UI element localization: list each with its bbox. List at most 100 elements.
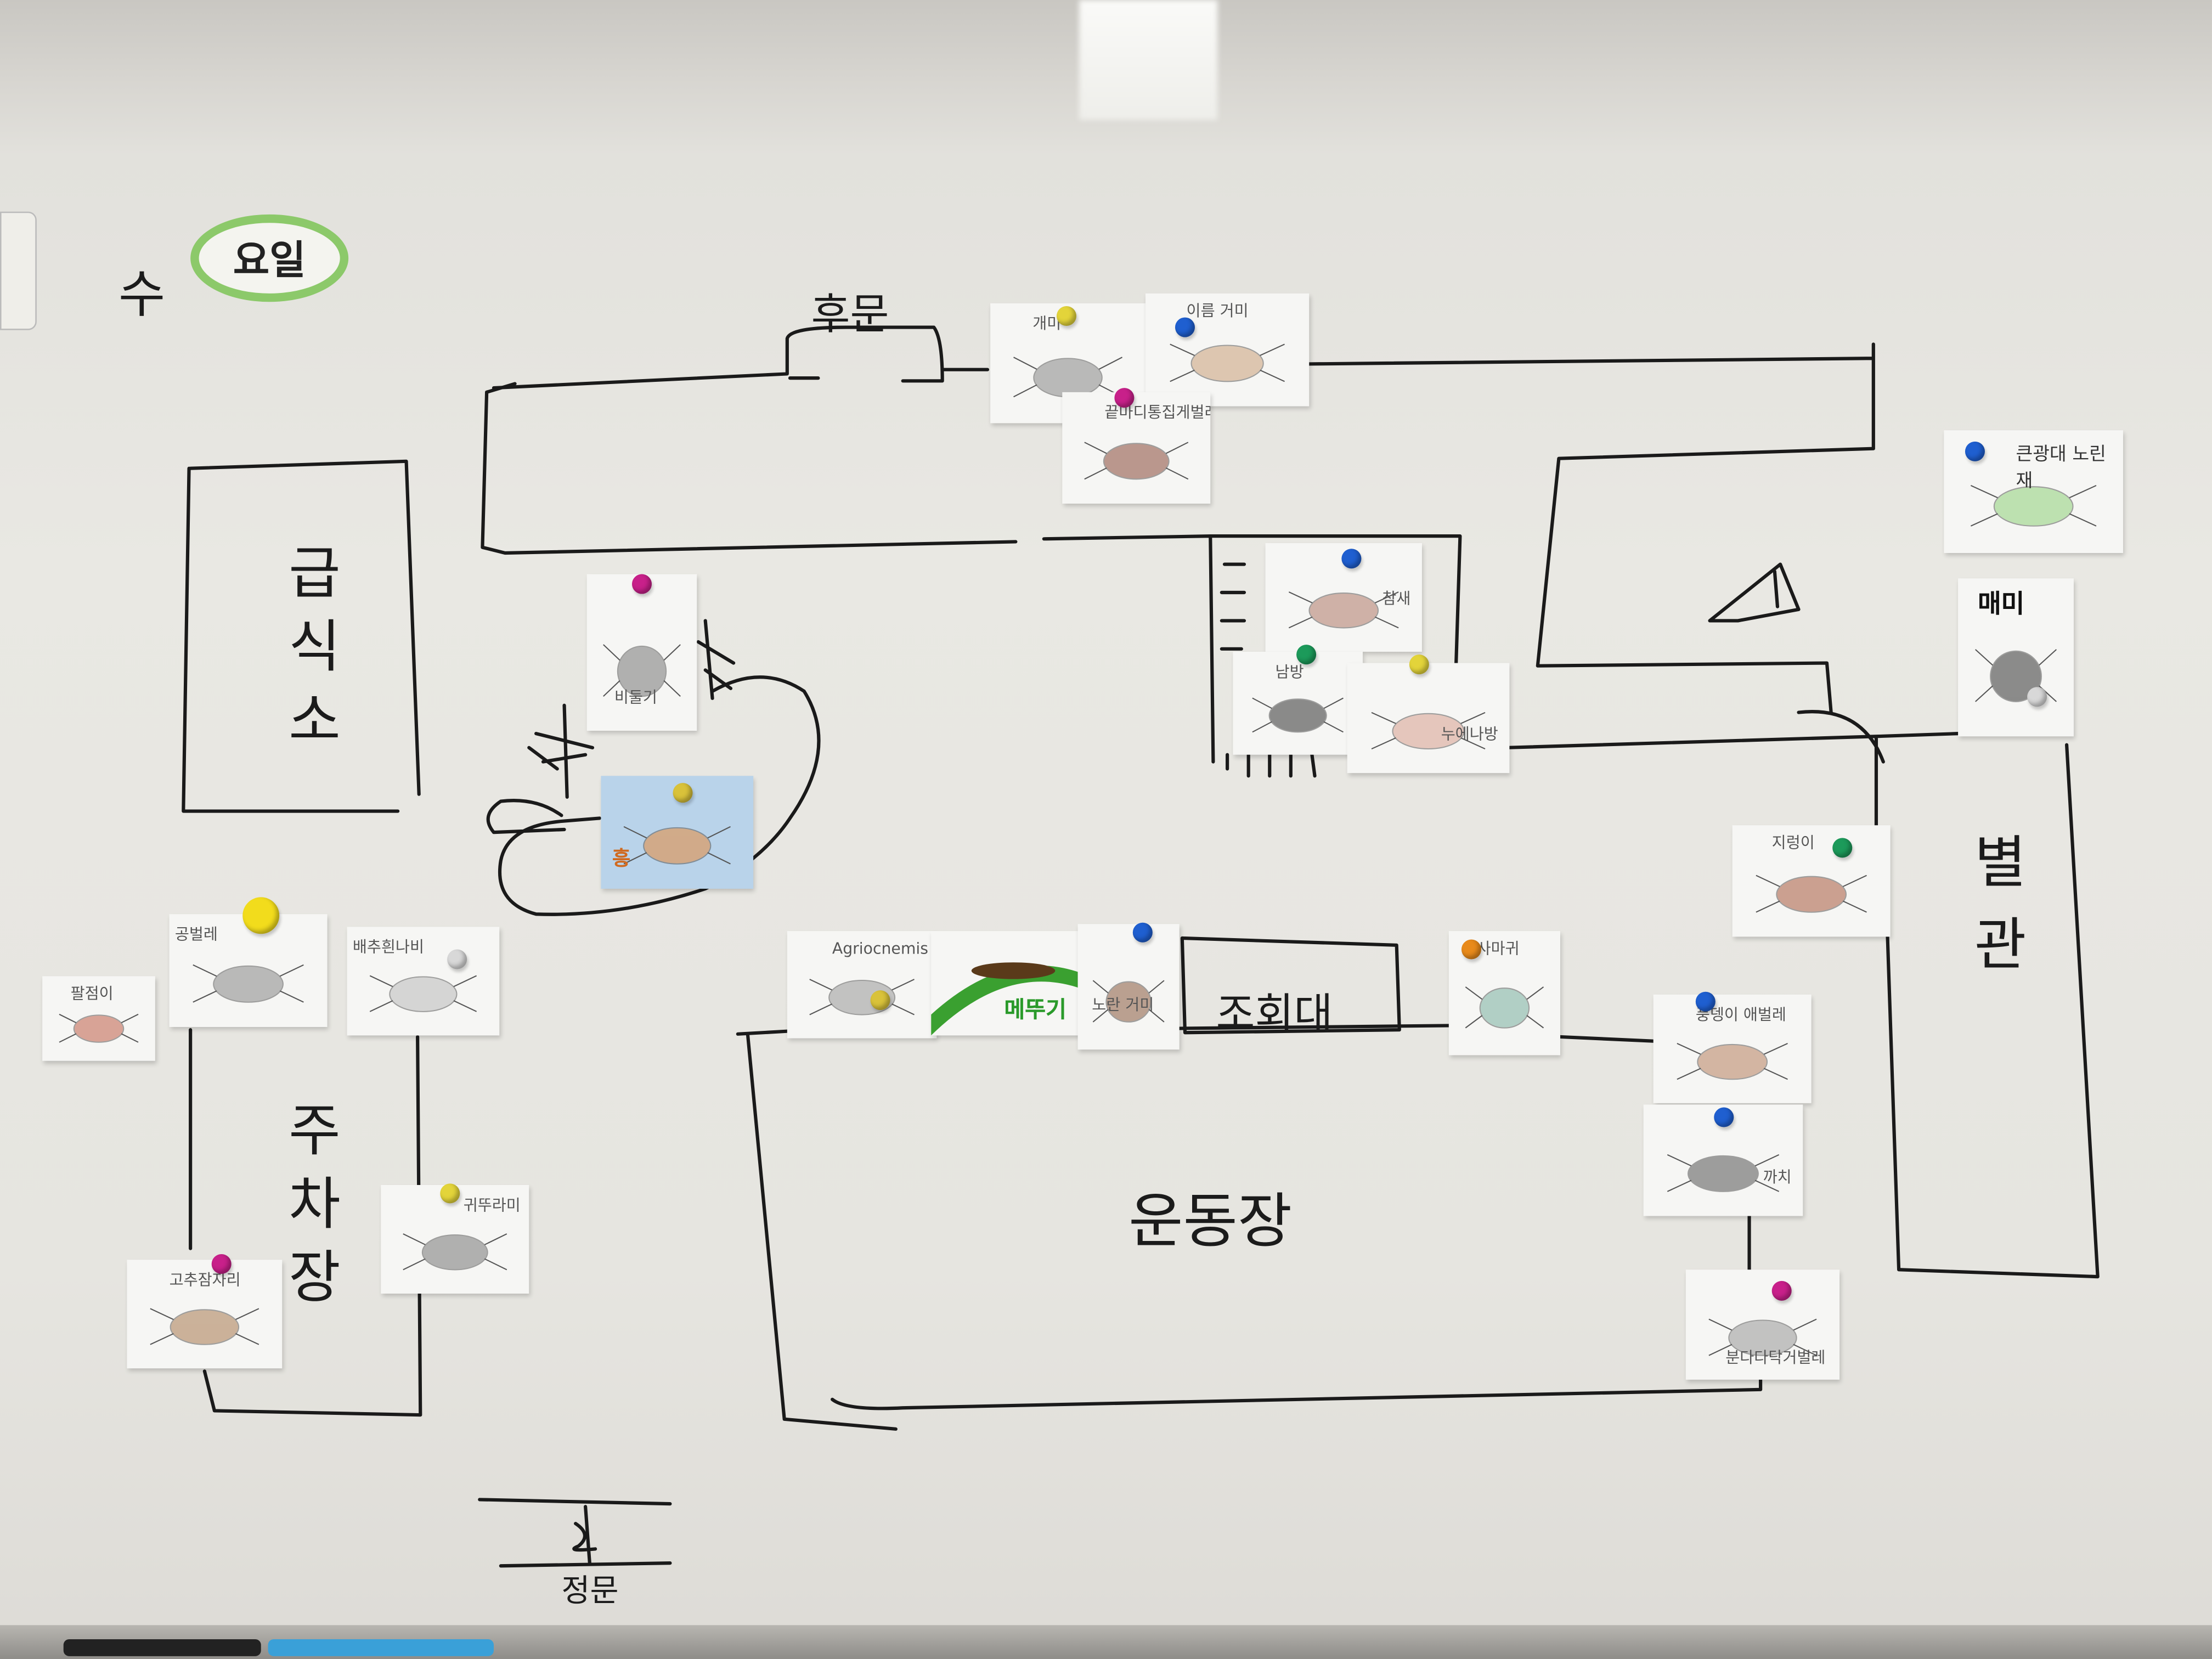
annex-label: 별관 (1962, 832, 2028, 996)
drawing-illustration (1465, 986, 1544, 1029)
insect-name-label: 메뚜기 (1004, 996, 1066, 1023)
insect-card: 매미 (1958, 578, 2074, 737)
marker-black[interactable] (63, 1639, 261, 1656)
tree-icon (527, 619, 736, 799)
push-pin-magnet[interactable] (440, 1183, 460, 1204)
insect-name-label: 공벌레 (174, 925, 218, 944)
push-pin-magnet[interactable] (2027, 687, 2047, 707)
drawing-illustration (1371, 712, 1486, 750)
insect-card: 지렁이 (1732, 825, 1891, 937)
cafeteria-label: 급식소 (276, 543, 342, 764)
insect-name-label: Agriocnemis (832, 939, 928, 958)
insect-name-label: 남방 (1275, 663, 1304, 681)
playground-outline (736, 1029, 1763, 1431)
drawing-illustration (1170, 343, 1285, 382)
drawing-illustration (1084, 442, 1189, 480)
main-building-outline-2 (1307, 342, 1875, 714)
push-pin-magnet[interactable] (1114, 388, 1135, 408)
push-pin-magnet[interactable] (1296, 645, 1317, 665)
insect-card: 공벌레 (169, 914, 328, 1027)
main-gate-label: 정문 (561, 1574, 619, 1610)
push-pin-magnet[interactable] (1132, 922, 1153, 943)
push-pin-magnet[interactable] (1771, 1280, 1792, 1301)
push-pin-magnet[interactable] (1714, 1107, 1734, 1127)
insect-card: Agriocnemis (787, 931, 937, 1039)
insect-card: 까치 (1643, 1104, 1803, 1216)
playground-label: 운동장 (1128, 1186, 1293, 1256)
drawing-illustration (150, 1308, 259, 1345)
insect-name-label: 고추잠자리 (169, 1271, 241, 1290)
insect-name-label: 흥 (612, 848, 631, 871)
push-pin-magnet[interactable] (1341, 549, 1362, 569)
push-pin-magnet[interactable] (673, 783, 693, 803)
main-gate-symbol (478, 1498, 672, 1568)
ceiling-light-reflection (1079, 0, 1218, 120)
building-stairs (1220, 562, 1317, 778)
drawing-illustration (623, 826, 731, 865)
drawing-illustration (1677, 1043, 1788, 1080)
insect-name-label: 귀뚜라미 (463, 1196, 521, 1215)
drawing-illustration (1013, 357, 1123, 398)
drawing-illustration (193, 964, 304, 1003)
insect-name-label: 노란 거미 (1092, 996, 1154, 1014)
push-pin-magnet[interactable] (870, 990, 890, 1011)
podium-label: 조회대 (1216, 990, 1333, 1040)
push-pin-magnet[interactable] (1695, 991, 1716, 1012)
insect-name-label: 분다다닥거벌레 (1725, 1348, 1826, 1367)
drawing-illustration (603, 644, 681, 697)
insect-name-label: 지렁이 (1771, 833, 1815, 853)
insect-card: 풍뎅이 애벌레 (1653, 994, 1812, 1103)
push-pin-magnet[interactable] (1175, 317, 1195, 337)
drawing-illustration (403, 1233, 507, 1271)
push-pin-magnet[interactable] (211, 1254, 232, 1274)
drawing-illustration (1092, 980, 1165, 1023)
insect-card: 끝마디통집게벌레 (1062, 392, 1211, 504)
push-pin-magnet[interactable] (1409, 654, 1429, 675)
insect-card: 노란 거미 (1077, 924, 1180, 1050)
insect-card: 분다다닥거벌레 (1685, 1269, 1840, 1380)
insect-card: 이름 거미 (1145, 293, 1310, 407)
drawing-illustration (1667, 1154, 1780, 1192)
insect-name-label: 까치 (1763, 1168, 1792, 1187)
push-pin-magnet[interactable] (631, 574, 652, 594)
drawing-illustration (1288, 591, 1399, 629)
insect-card: 고추잠자리 (127, 1260, 283, 1369)
day-prefix: 수 (118, 266, 166, 325)
path-lines (1177, 1024, 1655, 1043)
main-building-outline (492, 325, 990, 390)
drawing-illustration (931, 962, 1081, 1036)
drawing-illustration (1708, 1318, 1817, 1356)
insect-name-label: 사마귀 (1476, 939, 1520, 958)
insect-card: 사마귀 (1448, 931, 1560, 1056)
push-pin-magnet[interactable] (447, 949, 467, 969)
drawing-illustration (1970, 485, 2097, 527)
triangle-symbol (1708, 562, 1801, 623)
drawing-illustration (1252, 697, 1344, 733)
drawing-illustration (1756, 874, 1867, 913)
insect-card: 배추흰나비 (347, 927, 500, 1036)
insect-card: 메뚜기 (931, 931, 1081, 1036)
parking-label: 주차장 (276, 1100, 342, 1321)
back-gate-label: 후문 (811, 290, 889, 340)
insect-name-label: 매미 (1978, 589, 2025, 619)
insect-name-label: 참새 (1382, 589, 1411, 608)
insect-name-label: 누에나방 (1441, 725, 1498, 744)
marker-blue[interactable] (268, 1639, 494, 1656)
insect-name-label: 개미 (1032, 314, 1062, 333)
push-pin-magnet[interactable] (242, 897, 280, 934)
drawing-illustration (369, 975, 477, 1012)
push-pin-magnet[interactable] (1461, 939, 1481, 960)
push-pin-magnet[interactable] (1965, 441, 1985, 461)
cafeteria-outline (182, 459, 421, 813)
insect-card: 귀뚜라미 (381, 1184, 529, 1294)
insect-name-label: 비둘기 (614, 688, 657, 707)
push-pin-magnet[interactable] (1832, 838, 1853, 858)
insect-card: 남방 (1233, 651, 1363, 755)
insect-name-label: 이름 거미 (1186, 302, 1249, 320)
podium-outline (1180, 936, 1401, 1035)
board-magnet-tag (0, 211, 37, 330)
push-pin-magnet[interactable] (1056, 306, 1076, 326)
day-oval-label: 요일 (190, 214, 349, 302)
